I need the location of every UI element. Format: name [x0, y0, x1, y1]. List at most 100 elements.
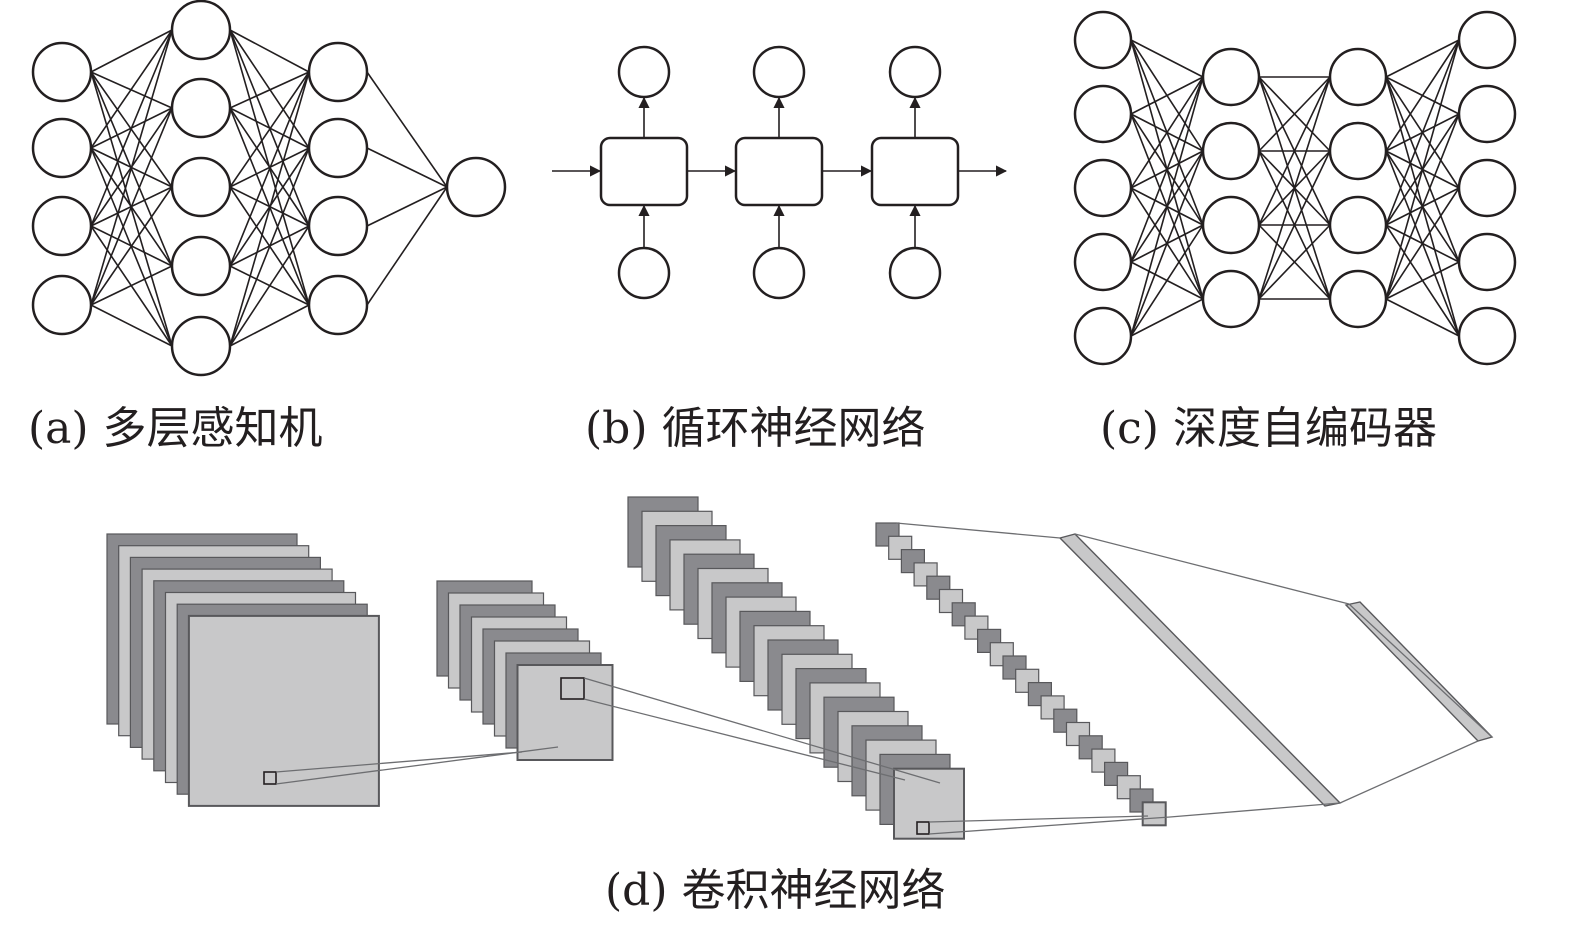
- feature-map: [1141, 801, 1167, 827]
- projection-line: [1074, 533, 1350, 605]
- projection-line: [275, 751, 523, 773]
- autoencoder-neuron: [1328, 47, 1388, 107]
- rnn-input-node: [752, 246, 806, 300]
- mlp-neuron: [170, 315, 232, 377]
- mlp-edges: [90, 29, 448, 347]
- mlp-neuron: [307, 195, 369, 257]
- rnn-diagram: [552, 45, 1008, 300]
- autoencoder-edge: [1385, 187, 1460, 300]
- mlp-neuron: [307, 117, 369, 179]
- autoencoder-neuron: [1201, 269, 1261, 329]
- mlp-edge: [229, 71, 310, 188]
- conv-stack-4: [875, 522, 1167, 827]
- autoencoder-edge: [1258, 224, 1331, 300]
- mlp-edge: [229, 29, 310, 149]
- autoencoder-edge: [1385, 39, 1460, 78]
- mlp-neuron: [170, 77, 232, 139]
- autoencoder-edge: [1385, 261, 1460, 300]
- autoencoder-edge: [1130, 76, 1204, 263]
- autoencoder-neuron: [1457, 306, 1517, 366]
- projection-line: [1339, 740, 1479, 804]
- autoencoder-neuron: [1457, 232, 1517, 292]
- autoencoder-neuron: [1201, 47, 1261, 107]
- mlp-edge: [229, 107, 310, 149]
- projection-line: [583, 698, 906, 781]
- rnn-input-node: [888, 246, 942, 300]
- projection-line: [928, 816, 1171, 835]
- autoencoder-edges: [1130, 39, 1460, 337]
- mlp-edge: [229, 29, 310, 73]
- rnn-cell: [599, 136, 689, 207]
- autoencoder-edge: [1385, 39, 1460, 152]
- autoencoder-edge: [1130, 76, 1204, 115]
- autoencoder-neuron: [1073, 84, 1133, 144]
- mlp-edge: [90, 71, 173, 347]
- mlp-edge: [366, 71, 448, 188]
- autoencoder-edge: [1385, 113, 1460, 300]
- autoencoder-edge: [1130, 150, 1204, 337]
- mlp-edge: [229, 71, 310, 267]
- projection-line: [1348, 603, 1493, 738]
- mlp-edge: [229, 225, 310, 347]
- mlp-edge: [90, 107, 173, 306]
- fc-layer-2: [1344, 601, 1494, 742]
- mlp-edge: [366, 186, 448, 227]
- receptive-field: [263, 771, 277, 785]
- autoencoder-edge: [1130, 76, 1204, 189]
- feature-map: [187, 614, 380, 807]
- rnn-cell: [734, 136, 824, 207]
- caption-d: (d) 卷积神经网络: [605, 865, 945, 916]
- mlp-neuron: [31, 41, 93, 103]
- autoencoder-neuron: [1457, 158, 1517, 218]
- projection-line: [1169, 802, 1341, 818]
- mlp-neuron: [170, 0, 232, 61]
- autoencoder-neuron: [1457, 84, 1517, 144]
- mlp-neuron: [445, 156, 507, 218]
- autoencoder-neuron: [1073, 10, 1133, 70]
- mlp-edge: [90, 29, 173, 227]
- rnn-output-node: [752, 45, 806, 99]
- projection-line: [928, 815, 1149, 823]
- autoencoder-edge: [1385, 39, 1460, 226]
- mlp-edge: [229, 71, 310, 347]
- autoencoder-neuron: [1328, 269, 1388, 329]
- conv-stack-2: [436, 580, 614, 761]
- receptive-field: [560, 677, 585, 700]
- autoencoder-neuron: [1073, 232, 1133, 292]
- autoencoder-edge: [1258, 150, 1331, 300]
- mlp-edge: [90, 29, 173, 306]
- autoencoder-edge: [1258, 76, 1331, 226]
- feature-map: [516, 664, 614, 761]
- rnn-output-node: [617, 45, 671, 99]
- mlp-edge: [90, 29, 173, 149]
- mlp-edge: [366, 147, 448, 188]
- mlp-edge: [366, 186, 448, 306]
- mlp-neuron: [31, 195, 93, 257]
- autoencoder-neuron: [1201, 121, 1261, 181]
- caption-b: (b) 循环神经网络: [585, 403, 925, 454]
- autoencoder-edge: [1130, 76, 1204, 337]
- autoencoder-edge: [1130, 39, 1204, 78]
- mlp-edge: [229, 147, 310, 347]
- mlp-neuron: [307, 41, 369, 103]
- mlp-edge: [229, 71, 310, 109]
- mlp-edge: [90, 265, 173, 306]
- mlp-edge: [229, 304, 310, 347]
- mlp-neuron: [31, 274, 93, 336]
- projection-line: [583, 677, 941, 784]
- rnn-cell: [870, 136, 960, 207]
- mlp-edge: [90, 29, 173, 73]
- cnn-diagram: [106, 496, 1494, 840]
- autoencoder-edge: [1130, 298, 1204, 337]
- autoencoder-edge: [1258, 76, 1331, 300]
- caption-c: (c) 深度自编码器: [1100, 403, 1437, 454]
- autoencoder-neuron: [1073, 306, 1133, 366]
- caption-a: (a) 多层感知机: [28, 403, 323, 454]
- mlp-edge: [90, 186, 173, 306]
- projection-line: [895, 522, 1061, 539]
- autoencoder-neuron: [1457, 10, 1517, 70]
- autoencoder-neuron: [1328, 195, 1388, 255]
- mlp-diagram: [31, 0, 507, 377]
- rnn-output-node: [888, 45, 942, 99]
